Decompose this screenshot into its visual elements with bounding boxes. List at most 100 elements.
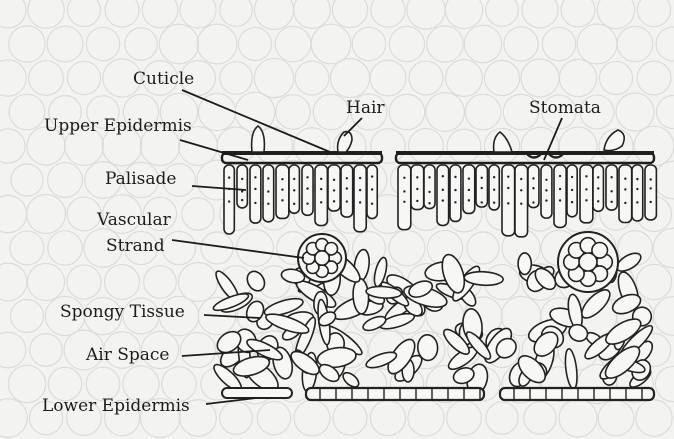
palisade-cell (528, 165, 539, 208)
chloroplast-dot (597, 187, 599, 189)
background-cell (295, 61, 329, 95)
chloroplast-dot (571, 201, 573, 203)
chloroplast-dot (293, 203, 295, 205)
palisade-cell (424, 165, 435, 209)
palisade-cell (328, 165, 340, 211)
background-cell (0, 263, 27, 301)
background-cell (47, 26, 83, 62)
chloroplast-dot (241, 178, 243, 180)
chloroplast-dot (267, 190, 269, 192)
chloroplast-dot (267, 203, 269, 205)
chloroplast-dot (585, 199, 587, 201)
background-cell (352, 27, 386, 61)
chloroplast-dot (610, 190, 612, 192)
chloroplast-dot (468, 199, 470, 201)
chloroplast-dot (636, 201, 638, 203)
background-cell (446, 60, 483, 97)
background-cell (465, 94, 501, 130)
background-cell (637, 61, 671, 95)
chloroplast-dot (610, 176, 612, 178)
palisade-cell (437, 165, 449, 225)
background-cell (524, 402, 556, 434)
chloroplast-dot (610, 201, 612, 203)
vascular-cell (315, 251, 329, 265)
palisade-cell (476, 165, 487, 207)
label-palisade: Palisade (105, 169, 177, 189)
chloroplast-dot (520, 189, 522, 191)
chloroplast-dot (597, 200, 599, 202)
background-cell (144, 266, 177, 299)
background-cell (655, 366, 674, 401)
chloroplast-dot (545, 179, 547, 181)
chloroplast-dot (371, 202, 373, 204)
background-cell (180, 0, 216, 28)
label-cuticle: Cuticle (133, 69, 194, 89)
chloroplast-dot (403, 190, 405, 192)
chloroplast-dot (403, 201, 405, 203)
background-cell (294, 0, 331, 28)
background-cell (486, 402, 518, 434)
background-cell (389, 26, 424, 61)
label-lower-epidermis: Lower Epidermis (42, 396, 190, 416)
background-cell (313, 94, 349, 130)
background-cell (125, 28, 157, 60)
chloroplast-dot (636, 178, 638, 180)
background-cell (464, 25, 501, 62)
label-vascular: Vascular (96, 210, 172, 230)
chloroplast-dot (454, 189, 456, 191)
background-cell (522, 0, 558, 28)
chloroplast-dot (416, 176, 418, 178)
background-cell (0, 332, 26, 368)
chloroplast-dot (293, 189, 295, 191)
spongy-cell (341, 370, 362, 390)
background-cell (48, 163, 83, 198)
chloroplast-dot (416, 200, 418, 202)
palisade-cell (515, 165, 528, 237)
background-cell (220, 62, 253, 95)
background-cell (159, 24, 199, 64)
palisade-cell (250, 165, 261, 223)
chloroplast-dot (624, 177, 626, 179)
chloroplast-dot (281, 188, 283, 190)
background-cell (332, 0, 367, 28)
chloroplast-dot (293, 178, 295, 180)
background-cell (178, 262, 217, 301)
background-cell (559, 127, 597, 165)
chloroplast-dot (532, 201, 534, 203)
background-cell (521, 59, 559, 97)
background-cell (142, 0, 178, 28)
background-cell (8, 365, 45, 402)
background-cell (636, 400, 672, 436)
chloroplast-dot (254, 188, 256, 190)
vascular-strand-right (558, 232, 618, 292)
leaf-section (210, 126, 656, 400)
chloroplast-dot (228, 176, 230, 178)
palisade-cell (224, 165, 234, 234)
chloroplast-dot (507, 175, 509, 177)
chloroplast-dot (428, 176, 430, 178)
label-strand: Strand (106, 236, 165, 256)
chloroplast-dot (559, 188, 561, 190)
background-cell (294, 128, 330, 164)
palisade-cell (606, 165, 617, 210)
chloroplast-dot (520, 178, 522, 180)
background-cell (275, 26, 311, 62)
background-cell (656, 27, 674, 61)
chloroplast-dot (228, 200, 230, 202)
chloroplast-dot (649, 201, 651, 203)
background-cell (162, 231, 195, 264)
chloroplast-dot (359, 201, 361, 203)
background-cell (254, 0, 293, 30)
vascular-strand-left (298, 234, 346, 282)
background-cell (467, 232, 499, 264)
label-stomata: Stomata (529, 98, 601, 118)
background-cell (0, 195, 27, 232)
chloroplast-dot (624, 188, 626, 190)
background-cell (521, 127, 558, 164)
chloroplast-dot (442, 175, 444, 177)
chloroplast-dot (624, 202, 626, 204)
background-cell (484, 60, 519, 95)
chloroplast-dot (267, 177, 269, 179)
chloroplast-dot (493, 201, 495, 203)
background-cell (559, 59, 596, 96)
